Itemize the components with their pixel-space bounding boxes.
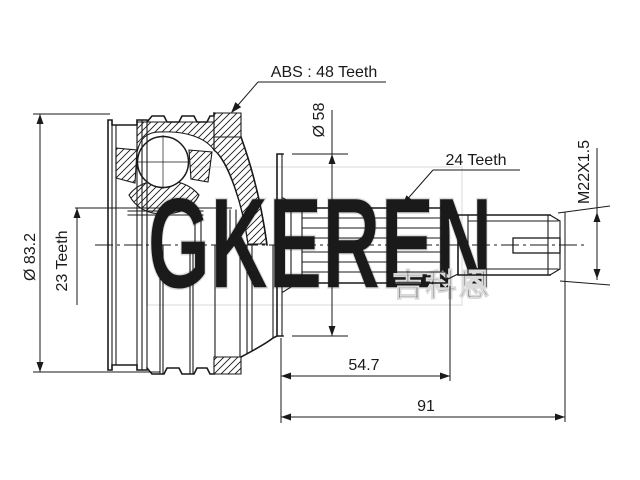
housing-bottom-profile [145, 366, 215, 375]
flank-inner-top [213, 149, 249, 246]
label-shaft-spline-teeth: 24 Teeth [445, 152, 506, 169]
label-total-length: 91 [417, 398, 435, 415]
flank-bottom-exterior [239, 334, 279, 359]
left-wall-section [115, 147, 138, 184]
dim-total-length: 91 [281, 212, 566, 422]
label-abs-teeth: ABS : 48 Teeth [271, 64, 377, 81]
cage-right-section [188, 149, 213, 183]
watermark-cjk-text: 吉科恩 [393, 268, 492, 303]
label-boot-seat-diameter: Ø 58 [311, 103, 328, 138]
dim-abs-teeth: ABS : 48 Teeth [231, 64, 386, 113]
dim-outer-diameter: Ø 83.2 [22, 113, 160, 373]
label-inner-spline-teeth: 23 Teeth [54, 230, 71, 291]
shaft [290, 203, 561, 287]
housing-outline [107, 112, 292, 375]
dim-thread-spec: M22X1.5 [557, 140, 611, 286]
abs-ring-section-top [213, 112, 242, 138]
label-spline-length: 54.7 [348, 357, 379, 374]
spline-outer-edges [301, 207, 447, 284]
watermark-brand-text: GKEREN [148, 170, 493, 316]
dim-inner-spline: 23 Teeth [54, 207, 232, 305]
label-outer-diameter: Ø 83.2 [22, 233, 39, 281]
thread-end-slot [512, 237, 561, 254]
abs-ring-section-bottom [213, 356, 242, 375]
housing-top-profile [145, 112, 215, 124]
watermark: GKEREN 吉科恩 [146, 166, 493, 317]
spline-end-step [445, 207, 459, 284]
housing-exterior-lines [159, 244, 274, 375]
label-thread-spec: M22X1.5 [576, 140, 593, 204]
spline-lead-chamfer [290, 203, 303, 287]
dimension-annotations: Ø 83.2 23 Teeth ABS : 48 Teeth Ø 58 24 T… [22, 64, 611, 423]
spline-teeth-lines [301, 217, 447, 273]
dim-spline-length: 54.7 [280, 286, 451, 423]
ball-centerlines [136, 135, 190, 189]
dim-boot-seat-diameter: Ø 58 [292, 103, 348, 337]
flank-outer-top [239, 135, 268, 246]
dim-shaft-spline: 24 Teeth [402, 152, 520, 206]
bell-mouth-lines [127, 209, 237, 246]
